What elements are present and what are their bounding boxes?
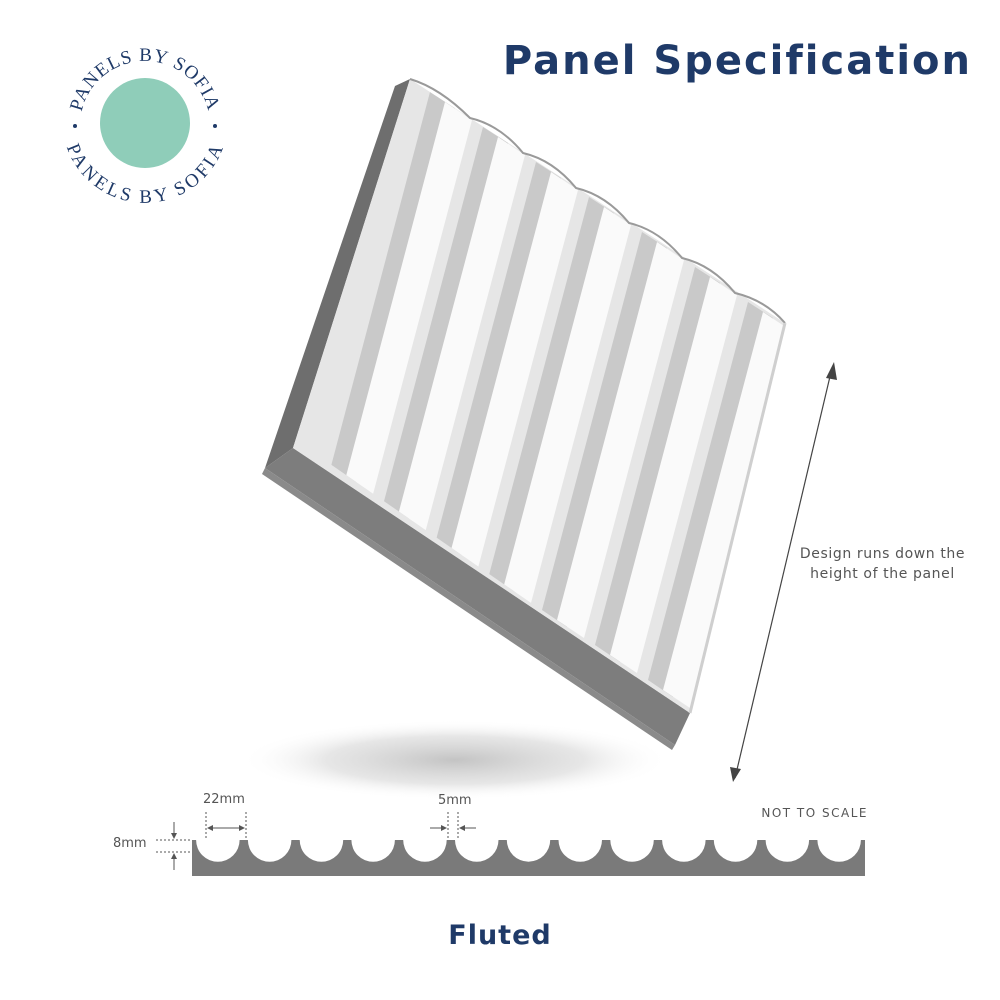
panel-bottom-edge-shade — [262, 468, 675, 750]
gap-arrow-left — [441, 825, 447, 831]
panel-name: Fluted — [448, 920, 552, 951]
direction-note-line1: Design runs down the — [799, 546, 966, 562]
gap-dimension — [430, 812, 476, 840]
flute-highlight — [610, 277, 737, 673]
gap-label: 5mm — [438, 793, 472, 808]
dim-arrow-right — [239, 825, 245, 831]
direction-note-line2: height of the panel — [810, 566, 955, 582]
brand-logo: PANELS BY SOFIA PANELS BY SOFIA — [62, 45, 227, 208]
flute-width-dimension — [205, 812, 247, 840]
panel-left-edge — [265, 79, 410, 468]
panel-flutes — [330, 92, 785, 708]
depth-label: 8mm — [113, 836, 147, 851]
panel-bottom-edge — [265, 448, 690, 745]
flute-highlight — [345, 102, 472, 498]
panel-top-rim — [409, 78, 786, 324]
flute-highlight — [398, 137, 525, 533]
flute-width-label: 22mm — [203, 792, 245, 807]
profile-shape — [192, 840, 865, 876]
logo-dot-right — [213, 124, 217, 128]
scale-note: NOT TO SCALE — [761, 806, 868, 820]
panel-right-edge — [688, 322, 787, 714]
depth-arrow-bottom — [171, 853, 177, 859]
flute-highlight — [504, 207, 631, 603]
page-title: Panel Specification — [502, 38, 972, 84]
arrow-head-down — [730, 767, 741, 782]
logo-circle — [100, 78, 190, 168]
panel-shadow — [240, 720, 670, 800]
flute-highlight — [557, 242, 684, 638]
gap-arrow-right — [459, 825, 465, 831]
flute-highlight — [451, 172, 578, 568]
logo-dot-left — [73, 124, 77, 128]
depth-arrow-top — [171, 833, 177, 839]
depth-dimension — [156, 822, 190, 870]
arrow-head-up — [826, 362, 837, 380]
flute-highlight — [663, 312, 785, 708]
dim-arrow-left — [207, 825, 213, 831]
direction-note: Design runs down the height of the panel — [795, 544, 970, 584]
